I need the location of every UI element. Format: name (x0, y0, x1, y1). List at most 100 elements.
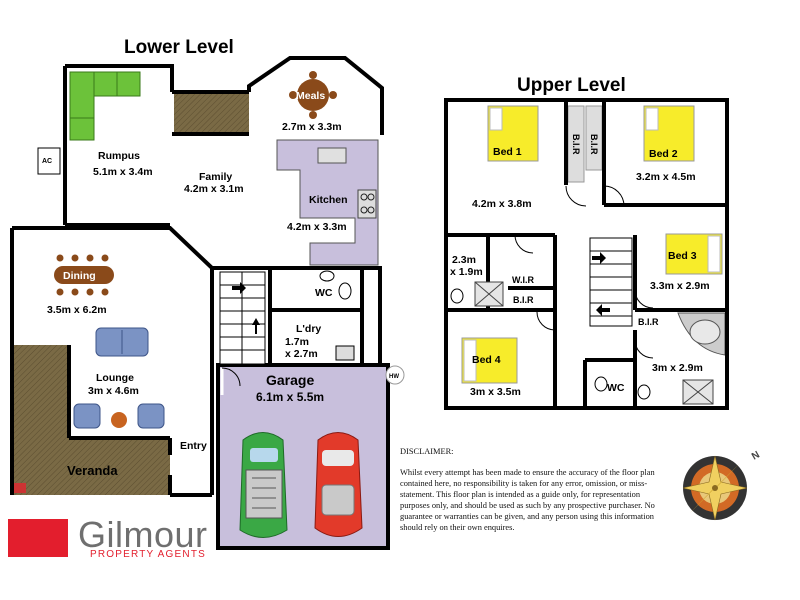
lower-wc-label: WC (315, 287, 333, 299)
chair (56, 254, 64, 262)
kitchen-bench (276, 139, 379, 266)
bed2-label: Bed 2 (649, 148, 678, 160)
meals-label: Meals (296, 90, 325, 102)
disclaimer: DISCLAIMER: Whilst every attempt has bee… (400, 446, 668, 533)
stair-arrow-icon (596, 304, 610, 316)
chair (101, 288, 109, 296)
bed4-size: 3m x 3.5m (470, 386, 521, 398)
door-swing (634, 289, 654, 309)
laundry-label: L'dry (296, 323, 321, 335)
bath-tub-icon (689, 319, 721, 345)
door-swing (565, 185, 587, 207)
garage-size: 6.1m x 5.5m (256, 390, 324, 404)
dining-label: Dining (63, 270, 96, 282)
balcony-floor (174, 92, 249, 134)
brand-logo-mark (8, 519, 68, 557)
chair (309, 71, 317, 79)
toilet-icon (637, 384, 651, 400)
chair (329, 91, 337, 99)
chair (289, 91, 297, 99)
shower-mark (682, 379, 714, 405)
hotplate (360, 206, 368, 214)
bed2-icon (643, 105, 695, 162)
hotplate (367, 193, 375, 201)
lounge-label: Lounge (96, 372, 134, 384)
chair (101, 254, 109, 262)
disclaimer-body: Whilst every attempt has been made to en… (400, 468, 655, 532)
rumpus-size: 5.1m x 3.4m (93, 166, 153, 178)
dining-table (54, 266, 114, 284)
door-swing (514, 234, 534, 254)
bed1-label: Bed 1 (493, 146, 522, 158)
garage-label: Garage (266, 372, 314, 388)
lower-level-walls (10, 56, 384, 497)
bed3-label: Bed 3 (668, 250, 697, 262)
upper-level-walls (444, 98, 729, 410)
brand-logo: Gilmour PROPERTY AGENTS (8, 514, 213, 560)
meals-size: 2.7m x 3.3m (282, 121, 342, 133)
door-swing (634, 339, 654, 359)
entry-label: Entry (180, 440, 207, 452)
car-red-icon (314, 432, 363, 537)
laundry-tub-icon (335, 345, 355, 361)
upper-stairs (589, 237, 633, 327)
bed1-size: 4.2m x 3.8m (472, 198, 532, 210)
chair (86, 254, 94, 262)
toilet-icon (594, 376, 608, 392)
compass-north-label: N (750, 449, 762, 462)
bed4-label: Bed 4 (472, 354, 501, 366)
family-size: 4.2m x 3.1m (184, 183, 244, 195)
bir-label-right: B.I.R (638, 317, 659, 327)
disclaimer-title: DISCLAIMER: (400, 447, 454, 456)
shower-mark (474, 281, 504, 307)
chair (309, 111, 317, 119)
hotplate (360, 193, 368, 201)
compass-icon (682, 455, 748, 521)
toilet-icon (338, 282, 352, 300)
dining-size: 3.5m x 6.2m (47, 304, 107, 316)
upper-level-title: Upper Level (517, 75, 626, 96)
kitchen-size: 4.2m x 3.3m (287, 221, 347, 233)
bed2-size: 3.2m x 4.5m (636, 171, 696, 183)
bed4-icon (461, 337, 518, 384)
bed3-icon (665, 233, 723, 275)
chair (56, 288, 64, 296)
lower-level-title: Lower Level (124, 37, 234, 58)
kitchen-label: Kitchen (309, 194, 348, 206)
hot-water-unit (385, 365, 405, 385)
door-swing (221, 367, 241, 387)
stair-arrow-icon (592, 252, 606, 264)
bir-label-vertical-b: B.I.R (589, 134, 599, 155)
stair-arrow-icon (252, 318, 260, 334)
ac-unit (37, 147, 61, 175)
bed3-size: 3.3m x 2.9m (650, 280, 710, 292)
kitchen-sink (317, 147, 347, 164)
laundry-size-line2: x 2.7m (285, 348, 318, 360)
hotplate (367, 206, 375, 214)
bath-size-line2: x 1.9m (450, 266, 483, 278)
toilet-icon (450, 288, 464, 304)
lounge-size: 3m x 4.6m (88, 385, 139, 397)
bath-size-line1: 2.3m (452, 254, 476, 266)
corner-sofa (69, 71, 141, 141)
brand-name: Gilmour (78, 514, 208, 555)
ensuite-size: 3m x 2.9m (652, 362, 703, 374)
side-table (111, 412, 127, 428)
car-green-icon (239, 432, 288, 538)
armchair (137, 403, 165, 429)
basin-icon (319, 270, 335, 282)
chair (71, 288, 79, 296)
veranda-label: Veranda (67, 463, 118, 478)
chair (71, 254, 79, 262)
meals-table (297, 79, 329, 111)
upper-wc-label: WC (607, 382, 625, 394)
armchair (73, 403, 101, 429)
door-swing (603, 185, 625, 207)
rumpus-label: Rumpus (98, 150, 140, 162)
family-label: Family (199, 171, 232, 183)
wir-label: W.I.R (512, 275, 534, 285)
barbecue-icon (14, 483, 26, 493)
veranda-floor-bottom (12, 438, 170, 495)
